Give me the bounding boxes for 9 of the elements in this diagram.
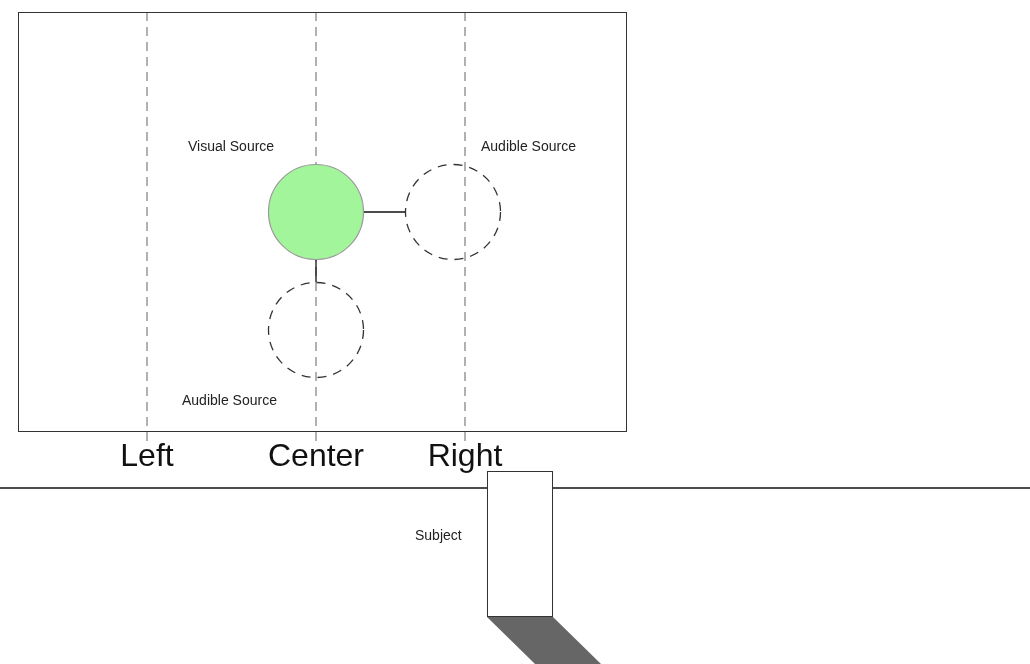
connector-line [363, 211, 406, 213]
node-label: Audible Source [481, 137, 576, 156]
position-label: Center [268, 436, 364, 475]
position-label: Left [120, 436, 174, 475]
node-label: Audible Source [182, 391, 277, 410]
position-label: Right [427, 436, 503, 475]
connector-line [315, 259, 317, 283]
node-label: Subject [415, 526, 462, 545]
node-label: Visual Source [188, 137, 275, 156]
